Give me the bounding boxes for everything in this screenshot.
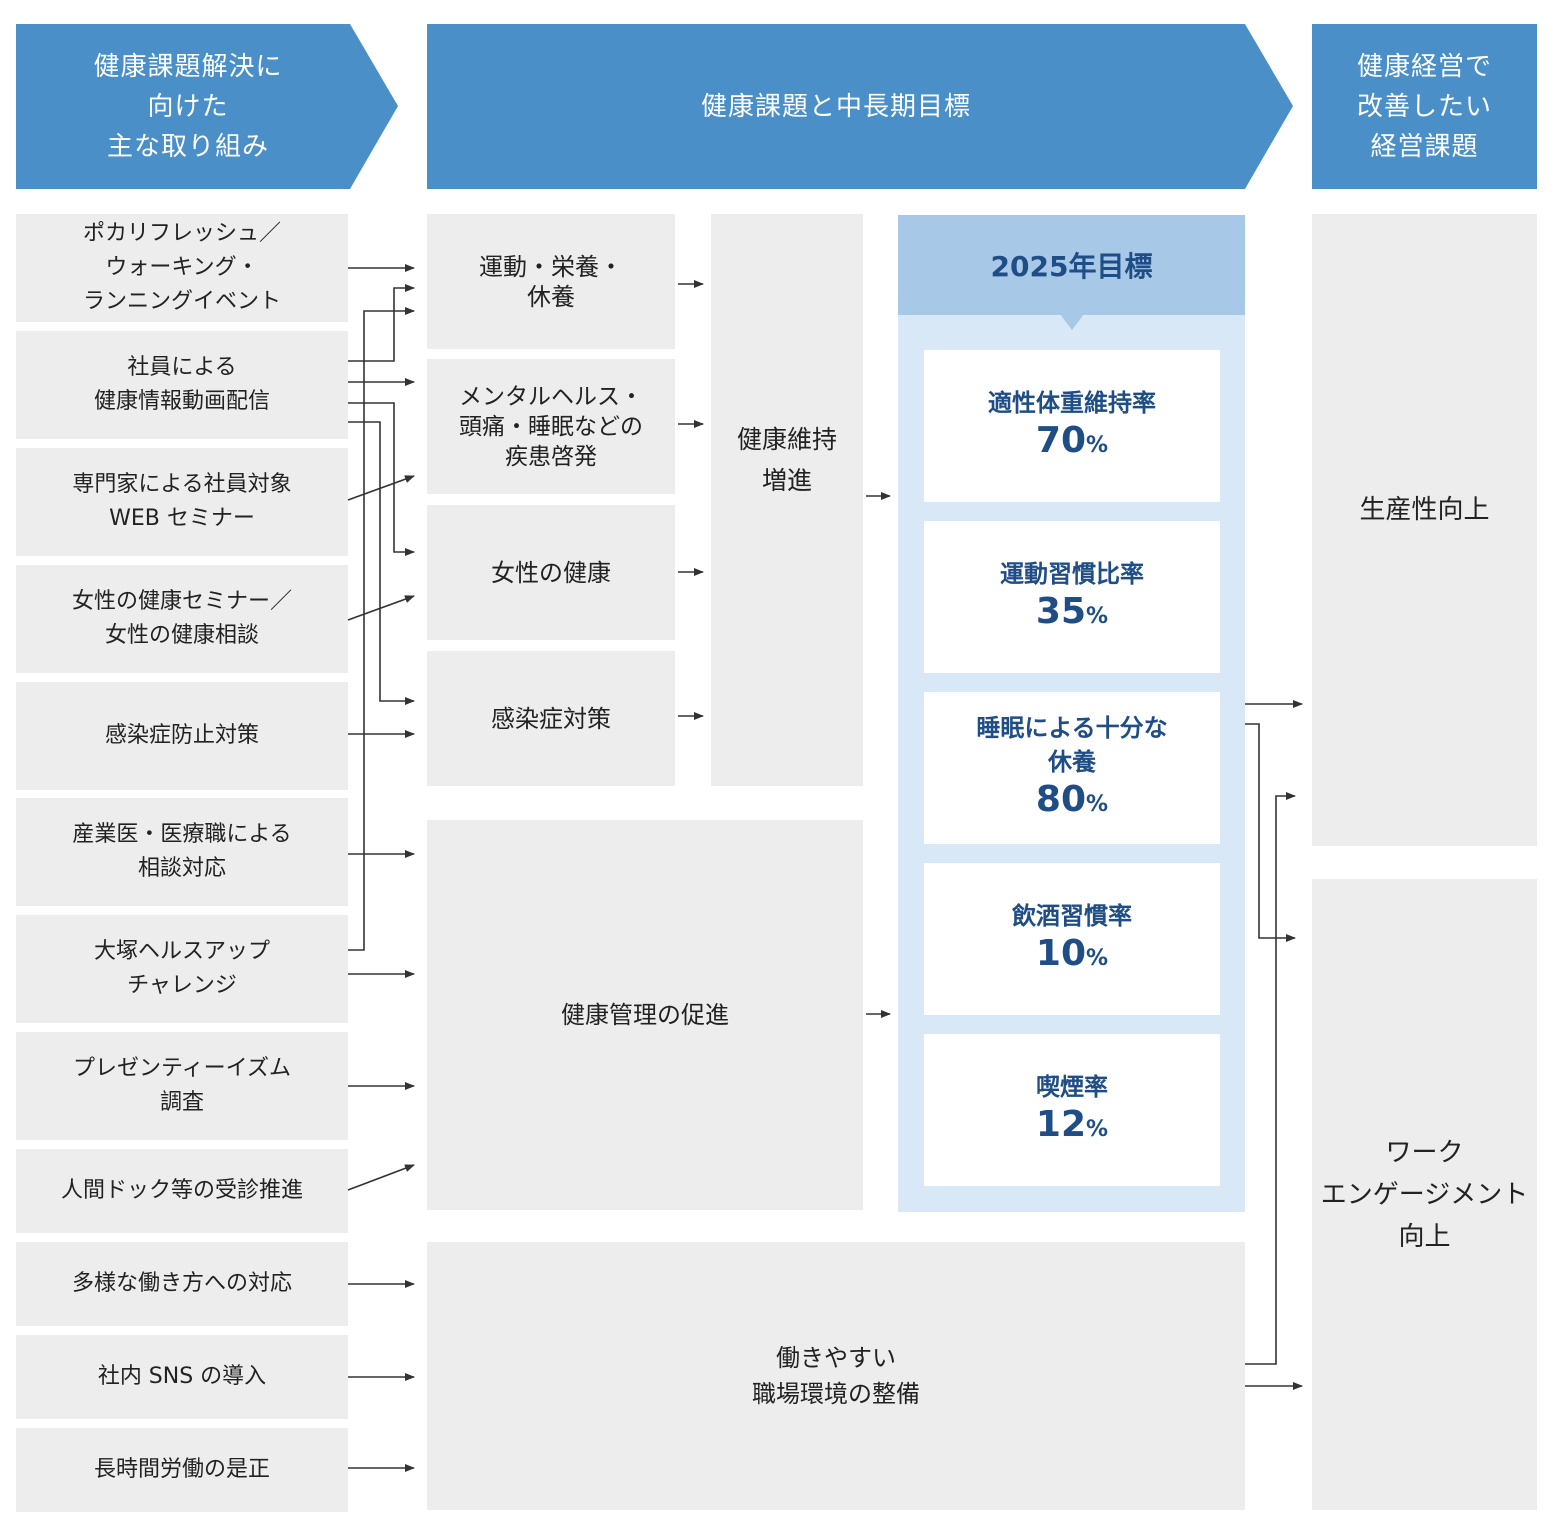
goal-value: 80 [1035, 778, 1087, 820]
initiative-overtime-correction: 長時間労働の是正 [16, 1428, 348, 1512]
initiative-diverse-workstyles: 多様な働き方への対応 [16, 1242, 348, 1326]
header-management: 健康経営で 改善したい 経営課題 [1356, 51, 1492, 162]
header-arrow-initiatives [16, 24, 398, 189]
header-arrow-issues [427, 24, 1293, 189]
goal-unit: % [1086, 603, 1109, 629]
goal-unit: % [1086, 1116, 1109, 1142]
initiative-health-checkup: 人間ドック等の受診推進 [16, 1149, 348, 1233]
arrow-init7-up [348, 307, 415, 951]
outcome-engagement: ワーク エンゲージメント 向上 [1312, 879, 1537, 1510]
issue-health-management: 健康管理の促進 [427, 820, 863, 1210]
initiative-refresh-walking: ポカリフレッシュ／ ウォーキング・ ランニングイベント [16, 214, 348, 322]
outcome-productivity: 生産性向上 [1312, 214, 1537, 846]
issue-health-maintenance: 健康維持 増進 [711, 214, 863, 786]
issue-women-health: 女性の健康 [427, 505, 675, 640]
initiative-women-seminar: 女性の健康セミナー／ 女性の健康相談 [16, 565, 348, 673]
goal-name: 飲酒習慣率 [1012, 901, 1132, 930]
goal-card-drinking: 飲酒習慣率 10% [924, 863, 1220, 1015]
goal-value: 12 [1035, 1103, 1087, 1145]
issue-infection-control: 感染症対策 [427, 651, 675, 786]
arrow-init3 [347, 475, 415, 501]
arrow-init4 [347, 595, 415, 621]
issue-workplace-environment: 働きやすい 職場環境の整備 [427, 1242, 1245, 1510]
initiative-presenteeism-survey: プレゼンティーイズム 調査 [16, 1032, 348, 1140]
goal-card-smoking: 喫煙率 12% [924, 1034, 1220, 1186]
initiative-infection-prevention: 感染症防止対策 [16, 682, 348, 790]
goal-title: 2025年目標 [898, 215, 1245, 315]
arrow-init2-infection [348, 421, 415, 705]
header-box-management [1312, 24, 1537, 189]
goal-card-weight: 適性体重維持率 70% [924, 350, 1220, 502]
arrow-goals-engagement [1245, 723, 1296, 942]
goal-name: 適性体重維持率 [988, 388, 1156, 417]
goal-name: 睡眠による十分な 休養 [976, 713, 1168, 776]
goal-value: 70 [1035, 419, 1087, 461]
arrow-workplace-productivity [1245, 792, 1296, 1365]
goal-value: 10 [1035, 932, 1087, 974]
header-initiatives: 健康課題解決に 向けた 主な取り組み [93, 51, 283, 162]
issue-exercise-nutrition-rest: 運動・栄養・ 休養 [427, 214, 675, 349]
goal-notch [1060, 314, 1084, 330]
initiative-healthup-challenge: 大塚ヘルスアップ チャレンジ [16, 915, 348, 1023]
issue-mental-health: メンタルヘルス・ 頭痛・睡眠などの 疾患啓発 [427, 359, 675, 494]
goal-unit: % [1086, 945, 1109, 971]
goal-unit: % [1086, 432, 1109, 458]
arrow-init2-up [348, 284, 415, 362]
goal-name: 喫煙率 [1036, 1072, 1108, 1101]
goal-card-exercise: 運動習慣比率 35% [924, 521, 1220, 673]
arrow-init9 [347, 1164, 415, 1191]
initiative-internal-sns: 社内 SNS の導入 [16, 1335, 348, 1419]
goal-unit: % [1086, 791, 1109, 817]
arrow-init2-down [348, 402, 415, 556]
goal-name: 運動習慣比率 [1000, 559, 1144, 588]
header-arrows [16, 24, 1537, 189]
initiative-occupational-physician: 産業医・医療職による 相談対応 [16, 798, 348, 906]
goal-card-sleep: 睡眠による十分な 休養 80% [924, 692, 1220, 844]
initiative-web-seminar: 専門家による社員対象 WEB セミナー [16, 448, 348, 556]
initiative-health-video: 社員による 健康情報動画配信 [16, 331, 348, 439]
goal-value: 35 [1035, 590, 1087, 632]
header-issues: 健康課題と中長期目標 [700, 91, 971, 122]
